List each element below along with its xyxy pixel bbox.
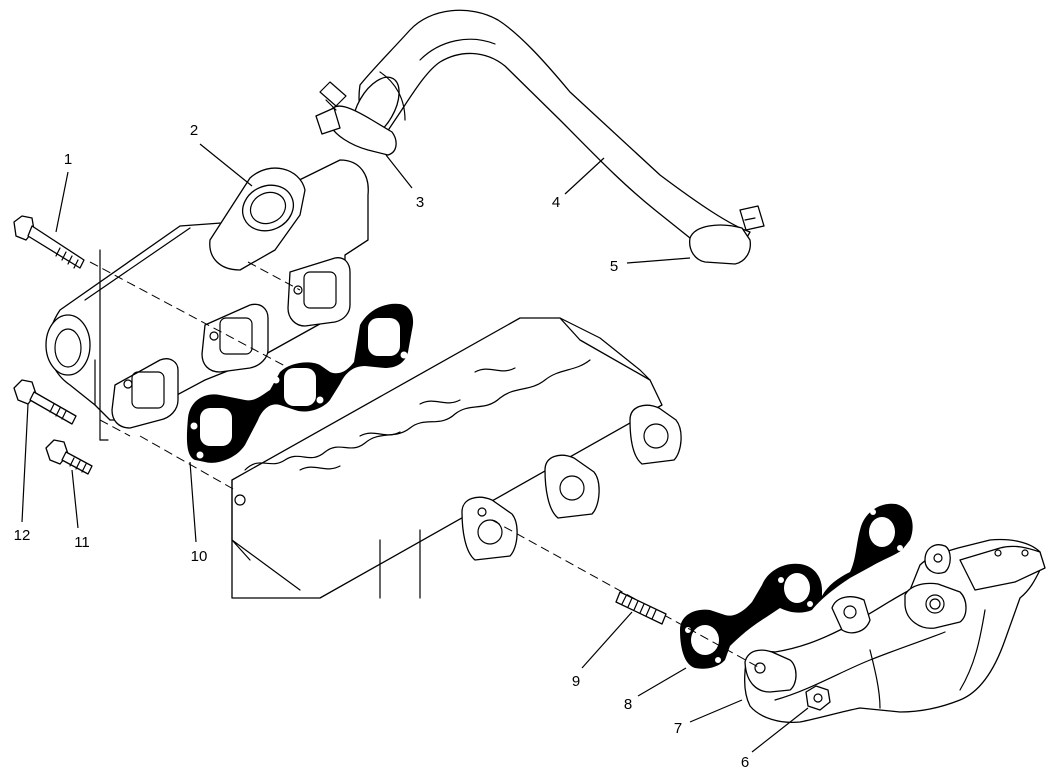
bolt-11	[45, 439, 93, 475]
hose-clamp-3	[315, 81, 397, 156]
intake-manifold	[45, 159, 369, 429]
callout-8: 8	[624, 696, 632, 713]
bolt-12	[13, 379, 77, 425]
callout-7: 7	[674, 720, 682, 737]
callout-3: 3	[416, 194, 424, 211]
callout-9: 9	[572, 673, 580, 690]
cylinder-head	[231, 317, 682, 599]
coolant-hose	[352, 9, 751, 249]
callout-12: 12	[14, 527, 31, 544]
hose-clamp-5	[689, 205, 765, 265]
exhaust-gasket	[680, 503, 913, 669]
callout-10: 10	[191, 548, 208, 565]
exhaust-manifold	[744, 538, 1046, 724]
callout-11: 11	[74, 534, 90, 551]
intake-gasket	[186, 303, 414, 463]
callout-2: 2	[190, 122, 198, 139]
callout-1: 1	[64, 151, 72, 168]
callout-6: 6	[741, 754, 749, 771]
nut-6	[805, 685, 831, 711]
leader-lines	[21, 143, 809, 753]
stud-9	[615, 591, 667, 625]
callout-labels: 1 2 3 4 5 6 7 8 9 10 11 12	[14, 122, 750, 771]
callout-4: 4	[552, 194, 560, 211]
bolt-1	[13, 215, 85, 269]
callout-5: 5	[610, 258, 618, 275]
